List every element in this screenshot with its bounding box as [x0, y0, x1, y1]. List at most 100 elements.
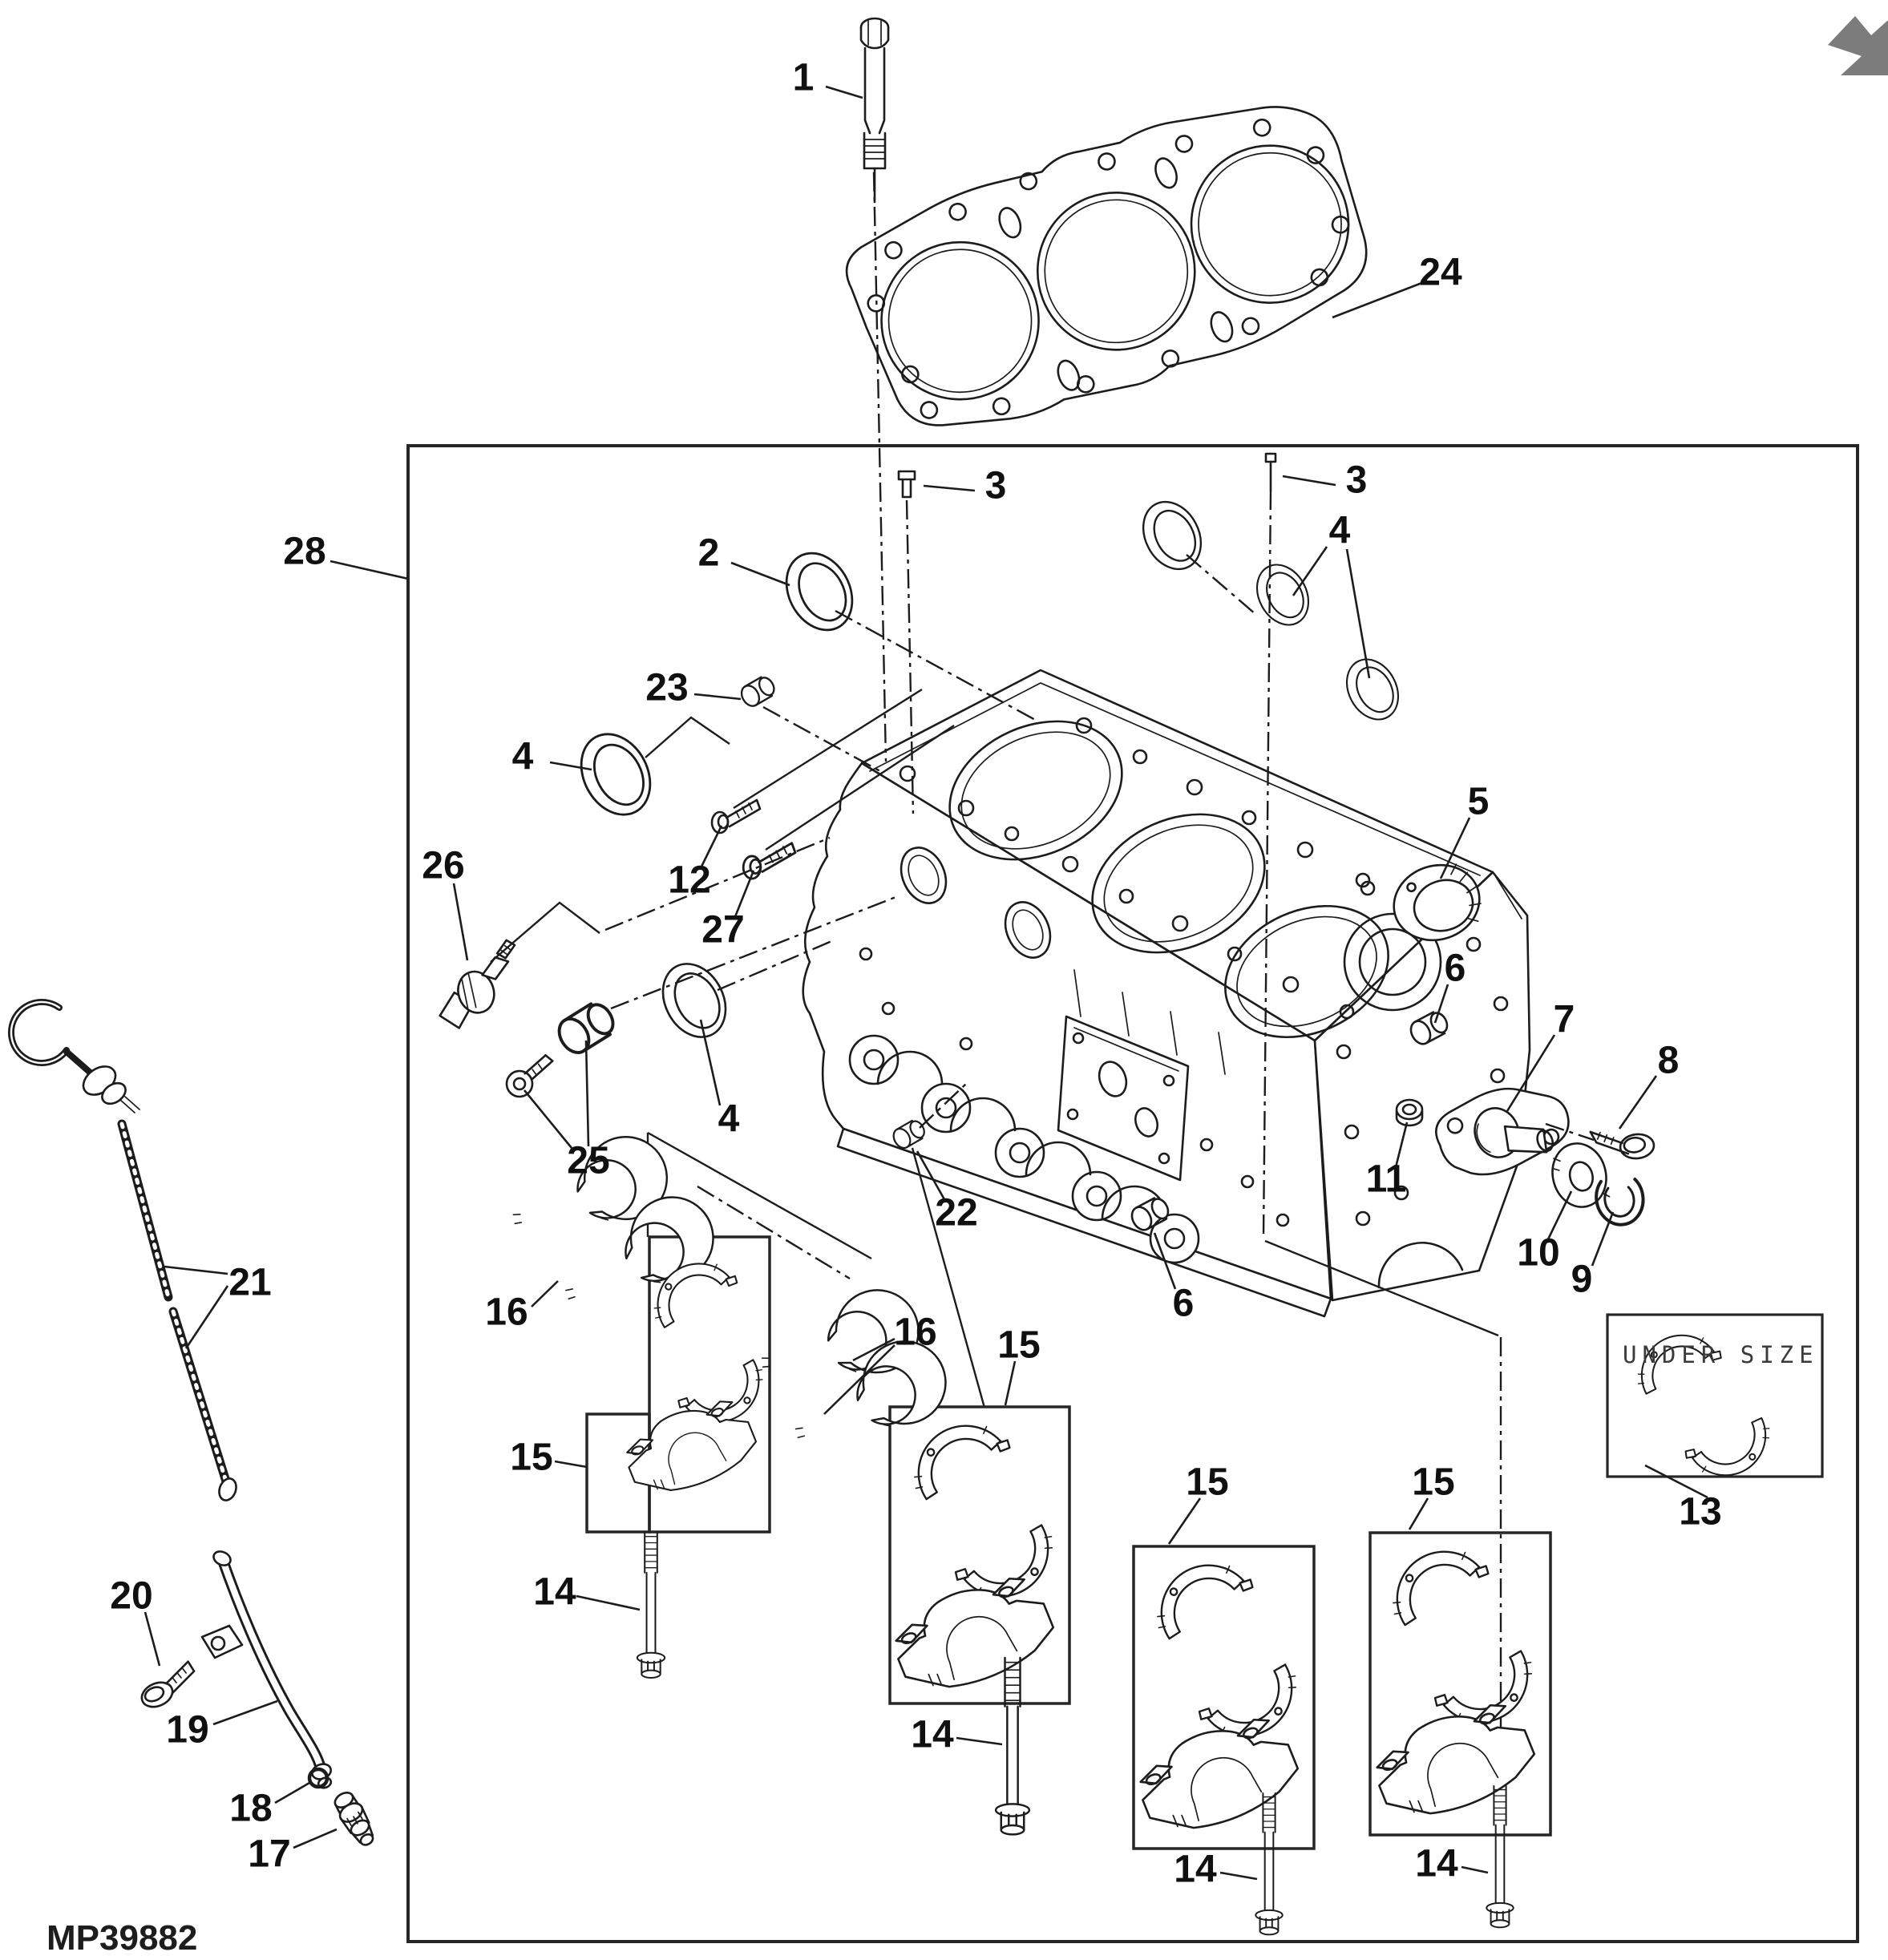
bearing-set-3: [1126, 1542, 1312, 1849]
next-page-arrow-icon[interactable]: [1828, 16, 1888, 75]
pressure-sensor: [439, 939, 516, 1029]
callout-label-18: 18: [229, 1788, 272, 1830]
assembly-line: [911, 1147, 986, 1408]
callout-7: 7: [1506, 999, 1575, 1112]
callout-label-3b: 3: [1346, 459, 1368, 502]
callout-13: 13: [1644, 1464, 1722, 1534]
leader-line: [916, 1150, 947, 1202]
leader-line: [923, 484, 976, 492]
leader-line: [452, 883, 469, 961]
callout-11: 11: [1366, 1121, 1409, 1201]
callout-label-19: 19: [166, 1709, 208, 1752]
assembly-line: [835, 609, 1039, 723]
callout-10: 10: [1517, 1190, 1573, 1275]
callout-label-14c: 14: [1174, 1849, 1217, 1891]
assembly-line: [647, 1131, 872, 1260]
o-ring-18: [307, 1767, 329, 1789]
assembly-line: [1262, 490, 1272, 1237]
callout-15c: 15: [1167, 1461, 1229, 1545]
callout-14d: 14: [1415, 1843, 1489, 1885]
callout-label-16b: 16: [894, 1311, 936, 1354]
leader-line: [693, 693, 742, 701]
callout-label-15c: 15: [1186, 1461, 1228, 1504]
callout-6a: 6: [1433, 948, 1466, 1024]
callout-label-15a: 15: [510, 1437, 552, 1479]
leader-line: [1546, 1190, 1573, 1240]
assembly-line: [610, 895, 899, 1010]
callout-label-17: 17: [248, 1833, 290, 1876]
assembly-line: [762, 705, 881, 773]
callout-28: 28: [283, 531, 409, 580]
seal-4-left: [566, 721, 665, 828]
assembly-line: [919, 1083, 967, 1129]
callout-label-23: 23: [645, 667, 688, 709]
leader-line: [274, 1781, 310, 1804]
assembly-line: [697, 1185, 851, 1280]
leader-line: [212, 1699, 278, 1726]
callout-16a: 16: [485, 1280, 559, 1334]
callout-17: 17: [248, 1828, 338, 1876]
callout-label-20: 20: [110, 1575, 152, 1618]
callout-12: 12: [668, 825, 723, 902]
leader-line: [549, 761, 592, 771]
leader-line: [1644, 1464, 1708, 1499]
callout-label-7: 7: [1554, 999, 1575, 1041]
callout-24: 24: [1332, 252, 1462, 319]
leader-line: [733, 870, 755, 919]
plug-23: [737, 673, 779, 710]
detail-box-grpB: [888, 1405, 1071, 1705]
leader-line: [1506, 1034, 1556, 1112]
assembly-line: [1545, 1122, 1595, 1142]
assembly-line: [717, 938, 836, 992]
callout-20: 20: [110, 1575, 161, 1667]
callout-9: 9: [1571, 1211, 1615, 1301]
callout-2: 2: [698, 532, 790, 587]
cup-plug-4-mid: [1246, 555, 1320, 635]
callout-19: 19: [166, 1699, 278, 1752]
callout-label-6a: 6: [1445, 948, 1466, 990]
callout-15b: 15: [997, 1324, 1041, 1406]
callout-14b: 14: [911, 1714, 1003, 1756]
bearing-set-4: [1363, 1528, 1548, 1834]
callout-15a: 15: [510, 1437, 588, 1479]
callout-5: 5: [1439, 781, 1489, 879]
callout-16b: 16: [823, 1311, 937, 1415]
callout-4c: 4: [699, 1019, 740, 1141]
fitting-17: [334, 1792, 374, 1846]
cylinder-block: [802, 669, 1531, 1318]
leader-line: [584, 1040, 590, 1147]
snap-ring-9: [1595, 1178, 1645, 1227]
callout-label-4b: 4: [512, 736, 534, 778]
detail-boxes: [406, 444, 1859, 1943]
assembly-line: [490, 901, 600, 963]
leader-line: [184, 1285, 229, 1349]
callout-label-2: 2: [698, 532, 720, 575]
callout-label-14d: 14: [1415, 1843, 1458, 1885]
callout-4a: 4: [1292, 510, 1371, 679]
callout-label-15d: 15: [1412, 1461, 1454, 1504]
callout-label-12: 12: [668, 859, 710, 902]
leader-line: [1439, 817, 1471, 879]
callout-label-27: 27: [701, 909, 744, 952]
callout-8: 8: [1618, 1040, 1679, 1130]
leader-line: [1591, 1211, 1615, 1267]
callout-4b: 4: [512, 736, 592, 778]
callout-label-22: 22: [935, 1192, 977, 1235]
callout-label-13: 13: [1679, 1491, 1721, 1534]
detail-box-grpC: [1132, 1545, 1316, 1850]
callout-label-3a: 3: [985, 465, 1007, 507]
callout-18: 18: [229, 1781, 310, 1830]
cup-plug-4-low: [1336, 649, 1409, 729]
washer-10: [1551, 1142, 1611, 1208]
leader-line: [1292, 546, 1328, 596]
callout-label-4a: 4: [1329, 510, 1351, 552]
leader-line: [1394, 1121, 1409, 1168]
callout-21: 21: [164, 1262, 272, 1349]
figure-code: MP39882: [46, 1918, 197, 1958]
callout-27: 27: [701, 870, 755, 952]
callout-label-14b: 14: [911, 1714, 954, 1756]
assembly-lines: [490, 172, 1595, 1783]
head-gasket: [845, 106, 1368, 426]
callout-3b: 3: [1282, 459, 1368, 502]
